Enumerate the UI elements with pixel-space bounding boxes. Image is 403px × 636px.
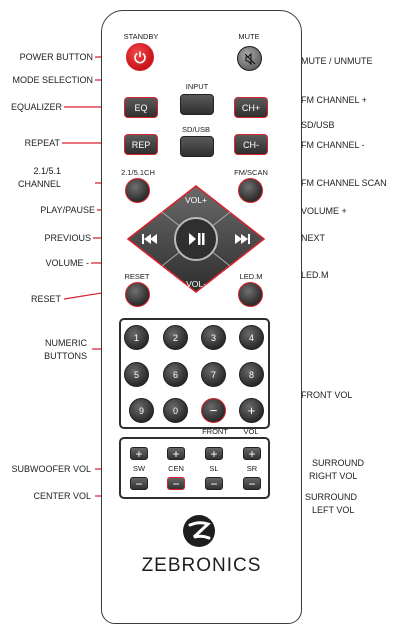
input-button[interactable]: [180, 94, 214, 115]
callout-mute-unmute: MUTE / UNMUTE: [301, 56, 373, 66]
front-vol-minus-button[interactable]: −: [201, 398, 226, 423]
sl-plus-button[interactable]: +: [205, 447, 223, 460]
callout-volume-plus: VOLUME +: [301, 206, 347, 216]
callout-center-vol: CENTER VOL: [33, 491, 91, 501]
callout-fm-channel-plus: FM CHANNEL +: [301, 95, 367, 105]
callout-mode-selection: MODE SELECTION: [12, 75, 93, 85]
num-5-button[interactable]: 5: [124, 362, 149, 387]
vol-minus-label[interactable]: VOL-: [186, 279, 206, 289]
sw-plus-button[interactable]: +: [130, 447, 148, 460]
sr-label: SR: [246, 464, 258, 473]
callout-channel-2: CHANNEL: [17, 179, 61, 189]
dpad: [126, 184, 266, 294]
mute-label: MUTE: [238, 32, 260, 41]
callout-subwoofer-vol: SUBWOOFER VOL: [11, 464, 91, 474]
rep-button[interactable]: REP: [124, 134, 158, 155]
callout-surround-right-1: SURROUND: [312, 458, 365, 468]
num-3-button[interactable]: 3: [201, 325, 226, 350]
callout-equalizer: EQUALIZER: [10, 102, 62, 112]
num-1-button[interactable]: 1: [124, 325, 149, 350]
led-m-button[interactable]: [238, 282, 263, 307]
callout-led-m: LED.M: [301, 270, 329, 280]
callout-surround-left-1: SURROUND: [305, 492, 358, 502]
cen-label: CEN: [168, 464, 184, 473]
callout-surround-right-2: RIGHT VOL: [309, 471, 358, 481]
callout-repeat: REPEAT: [24, 138, 60, 148]
callout-reset: RESET: [30, 294, 61, 304]
ch-plus-button[interactable]: CH+: [234, 97, 268, 118]
sr-plus-button[interactable]: +: [243, 447, 261, 460]
input-label: INPUT: [185, 82, 209, 91]
ch21-label: 2.1/5.1CH: [121, 168, 155, 177]
num-9-button[interactable]: 9: [129, 398, 154, 423]
callout-previous: PREVIOUS: [44, 233, 91, 243]
sl-minus-button[interactable]: −: [205, 477, 223, 490]
callout-surround-left-2: LEFT VOL: [312, 505, 355, 515]
play-pause-icon: [189, 233, 205, 245]
num-6-button[interactable]: 6: [163, 362, 188, 387]
reset-button[interactable]: [125, 282, 150, 307]
zebronics-logo: [183, 515, 215, 547]
cen-minus-button[interactable]: −: [167, 477, 185, 490]
callout-numeric-1: NUMERIC: [45, 338, 87, 348]
fm-scan-button[interactable]: [238, 178, 263, 203]
eq-button[interactable]: EQ: [124, 97, 158, 118]
sw-minus-button[interactable]: −: [130, 477, 148, 490]
brand-name: ZEBRONICS: [141, 555, 262, 576]
sdusb-button[interactable]: [180, 136, 214, 157]
num-7-button[interactable]: 7: [201, 362, 226, 387]
power-button[interactable]: [126, 43, 154, 71]
mute-icon: [244, 52, 255, 65]
sdusb-label: SD/USB: [182, 125, 210, 134]
callout-channel-1: 2.1/5.1: [33, 166, 61, 176]
callout-front-vol: FRONT VOL: [301, 390, 353, 400]
channel-button[interactable]: [125, 178, 150, 203]
next-icon[interactable]: [235, 234, 250, 244]
vol-plus-label[interactable]: VOL+: [185, 195, 207, 205]
callout-play-pause: PLAY/PAUSE: [40, 205, 95, 215]
ledm-label: LED.M: [239, 272, 263, 281]
previous-icon[interactable]: [142, 234, 157, 244]
reset-label: RESET: [124, 272, 150, 281]
speaker-vol-group: [119, 437, 270, 499]
callout-fm-channel-scan: FM CHANNEL SCAN: [301, 178, 387, 188]
sw-label: SW: [132, 464, 146, 473]
fmscan-label: FM/SCAN: [234, 168, 268, 177]
callout-next: NEXT: [301, 233, 326, 243]
front-vol-plus-button[interactable]: +: [239, 398, 264, 423]
vol-label: VOL: [243, 427, 259, 436]
callout-numeric-2: BUTTONS: [44, 351, 87, 361]
front-label: FRONT: [202, 427, 228, 436]
power-icon: [134, 51, 146, 64]
cen-plus-button[interactable]: +: [167, 447, 185, 460]
num-0-button[interactable]: 0: [163, 398, 188, 423]
ch-minus-button[interactable]: CH-: [234, 134, 268, 155]
num-2-button[interactable]: 2: [163, 325, 188, 350]
callout-power-button: POWER BUTTON: [19, 52, 93, 62]
numeric-group: [119, 318, 270, 429]
num-8-button[interactable]: 8: [239, 362, 264, 387]
mute-button[interactable]: [237, 46, 262, 71]
callout-sd-usb: SD/USB: [301, 120, 335, 130]
num-4-button[interactable]: 4: [239, 325, 264, 350]
callout-fm-channel-minus: FM CHANNEL -: [301, 140, 365, 150]
sl-label: SL: [209, 464, 219, 473]
sr-minus-button[interactable]: −: [243, 477, 261, 490]
standby-label: STANDBY: [123, 32, 159, 41]
callout-volume-minus: VOLUME -: [45, 258, 89, 268]
